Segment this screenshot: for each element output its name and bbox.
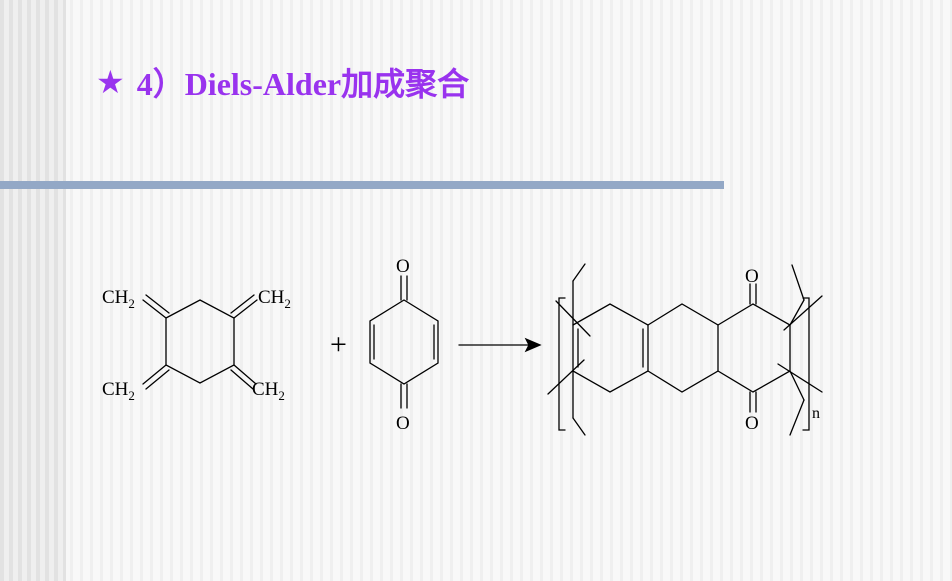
reactant-tetramethylene-cyclohexane	[142, 294, 258, 390]
ch2-label-bottom-left: CH2	[102, 379, 135, 403]
left-striped-band	[0, 0, 66, 581]
quinone-oxygen-bottom: O	[396, 413, 410, 434]
ch2-label-bottom-right: CH2	[252, 379, 285, 403]
title-text: 4）Diels-Alder加成聚合	[136, 66, 470, 102]
repeat-unit-subscript: n	[812, 405, 820, 422]
product-oxygen-bottom: O	[745, 413, 759, 434]
star-icon: ★	[96, 64, 125, 100]
quinone-oxygen-top: O	[396, 256, 410, 277]
product-oxygen-top: O	[745, 266, 759, 287]
title-divider	[0, 181, 724, 189]
plus-sign: +	[330, 328, 347, 361]
slide-title: ★ 4）Diels-Alder加成聚合	[96, 58, 469, 106]
reactant-benzoquinone	[369, 275, 439, 409]
ch2-label-top-right: CH2	[258, 287, 291, 311]
ch2-label-top-left: CH2	[102, 287, 135, 311]
product-polymer	[547, 263, 823, 436]
reaction-arrow	[458, 337, 542, 353]
